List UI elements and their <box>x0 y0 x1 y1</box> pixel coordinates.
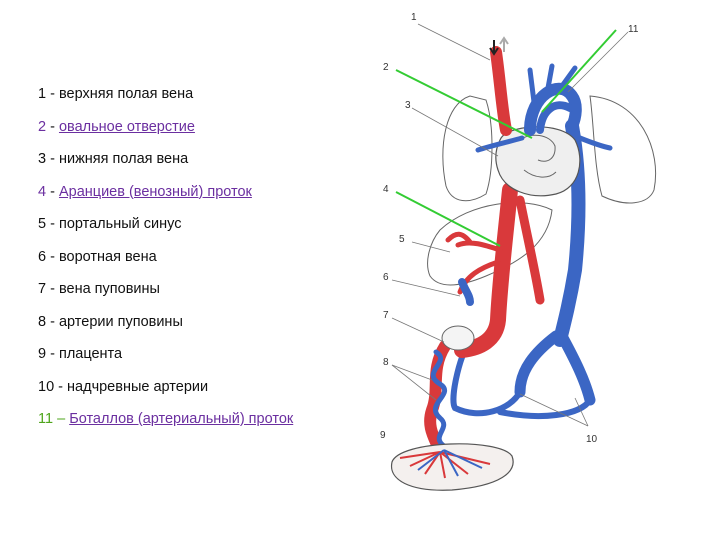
label-7: 7 <box>383 310 389 321</box>
legend-text: портальный синус <box>58 216 182 232</box>
legend-number: 10 <box>38 378 55 395</box>
legend-item-2[interactable]: 2 - овальное отверстие <box>38 117 368 150</box>
legend-separator: - <box>46 118 59 135</box>
umbilical-cord-artery-twist <box>430 349 448 449</box>
label-1: 1 <box>411 12 417 23</box>
legend-separator: - <box>46 346 59 362</box>
label-6: 6 <box>383 272 389 283</box>
legend-item-6: 6 - воротная вена <box>38 247 368 280</box>
aortic-arch <box>524 82 582 136</box>
portal-vein <box>458 278 474 306</box>
ductus-venosus <box>515 195 545 305</box>
legend-text: надчревные артерии <box>67 378 209 395</box>
legend-separator: - <box>46 183 59 200</box>
legend: 1 - верхняя полая вена 2 - овальное отве… <box>38 84 368 442</box>
label-5: 5 <box>399 234 405 245</box>
legend-number: 8 <box>38 313 47 330</box>
legend-item-10: 10 - надчревные артерии <box>38 377 368 410</box>
placenta-vessels <box>399 451 491 479</box>
legend-item-8: 8 - артерии пуповины <box>38 312 368 345</box>
legend-number: 1 <box>38 86 47 102</box>
legend-text: верхняя полая вена <box>58 86 194 102</box>
legend-number: 2 <box>38 118 47 135</box>
legend-separator: - <box>46 86 59 102</box>
arch-branches <box>527 63 578 105</box>
label-11: 11 <box>628 24 639 35</box>
legend-text: вена пуповины <box>58 281 160 297</box>
legend-separator: - <box>46 281 59 297</box>
legend-item-11[interactable]: 11 – Боталлов (артериальный) проток <box>38 409 368 442</box>
legend-number: 11 <box>38 411 54 427</box>
legend-number: 3 <box>38 151 47 167</box>
label-8: 8 <box>383 357 389 368</box>
legend-separator: - <box>46 216 59 232</box>
legend-separator: - <box>54 378 68 395</box>
legend-number: 7 <box>38 281 47 297</box>
inferior-vena-cava <box>454 182 518 358</box>
legend-link[interactable]: овальное отверстие <box>58 118 195 135</box>
legend-separator: - <box>46 151 59 167</box>
legend-item-5: 5 - портальный синус <box>38 214 368 247</box>
legend-item-4[interactable]: 4 - Аранциев (венозный) проток <box>38 182 368 215</box>
arrow-up-icon <box>499 36 509 52</box>
legend-item-1: 1 - верхняя полая вена <box>38 84 368 117</box>
umbilical-ring <box>441 325 475 351</box>
legend-number: 5 <box>38 216 47 232</box>
pulmonary-trunk <box>536 101 574 134</box>
legend-number: 6 <box>38 248 47 265</box>
legend-item-7: 7 - вена пуповины <box>38 279 368 312</box>
leader-lines <box>391 23 629 427</box>
label-2: 2 <box>383 62 389 73</box>
legend-item-3: 3 - нижняя полая вена <box>38 149 368 182</box>
left-lung-outline <box>442 95 493 202</box>
legend-separator: - <box>46 248 59 265</box>
legend-separator: – <box>53 411 70 427</box>
legend-separator: - <box>46 313 59 330</box>
heart <box>495 126 581 197</box>
iliac-arteries <box>514 330 596 406</box>
right-lung-outline <box>589 95 657 204</box>
label-9: 9 <box>380 430 386 441</box>
legend-number: 4 <box>38 183 47 200</box>
arrow-down-icon <box>489 40 499 56</box>
green-pointers <box>395 29 617 247</box>
legend-text: плацента <box>58 346 123 362</box>
label-3: 3 <box>405 100 411 111</box>
pulmonary-arteries <box>475 135 613 153</box>
legend-item-9: 9 - плацента <box>38 344 368 377</box>
legend-text: нижняя полая вена <box>58 151 189 167</box>
legend-number: 9 <box>38 346 47 362</box>
umbilical-arteries <box>450 337 593 419</box>
legend-link[interactable]: Аранциев (венозный) проток <box>58 183 252 200</box>
placenta-vessels-blue <box>417 449 483 477</box>
label-4: 4 <box>383 184 389 195</box>
legend-link[interactable]: Боталлов (артериальный) проток <box>69 411 294 427</box>
legend-text: артерии пуповины <box>58 313 183 330</box>
legend-text: воротная вена <box>58 248 157 265</box>
superior-vena-cava <box>490 46 512 136</box>
label-10: 10 <box>586 434 598 445</box>
